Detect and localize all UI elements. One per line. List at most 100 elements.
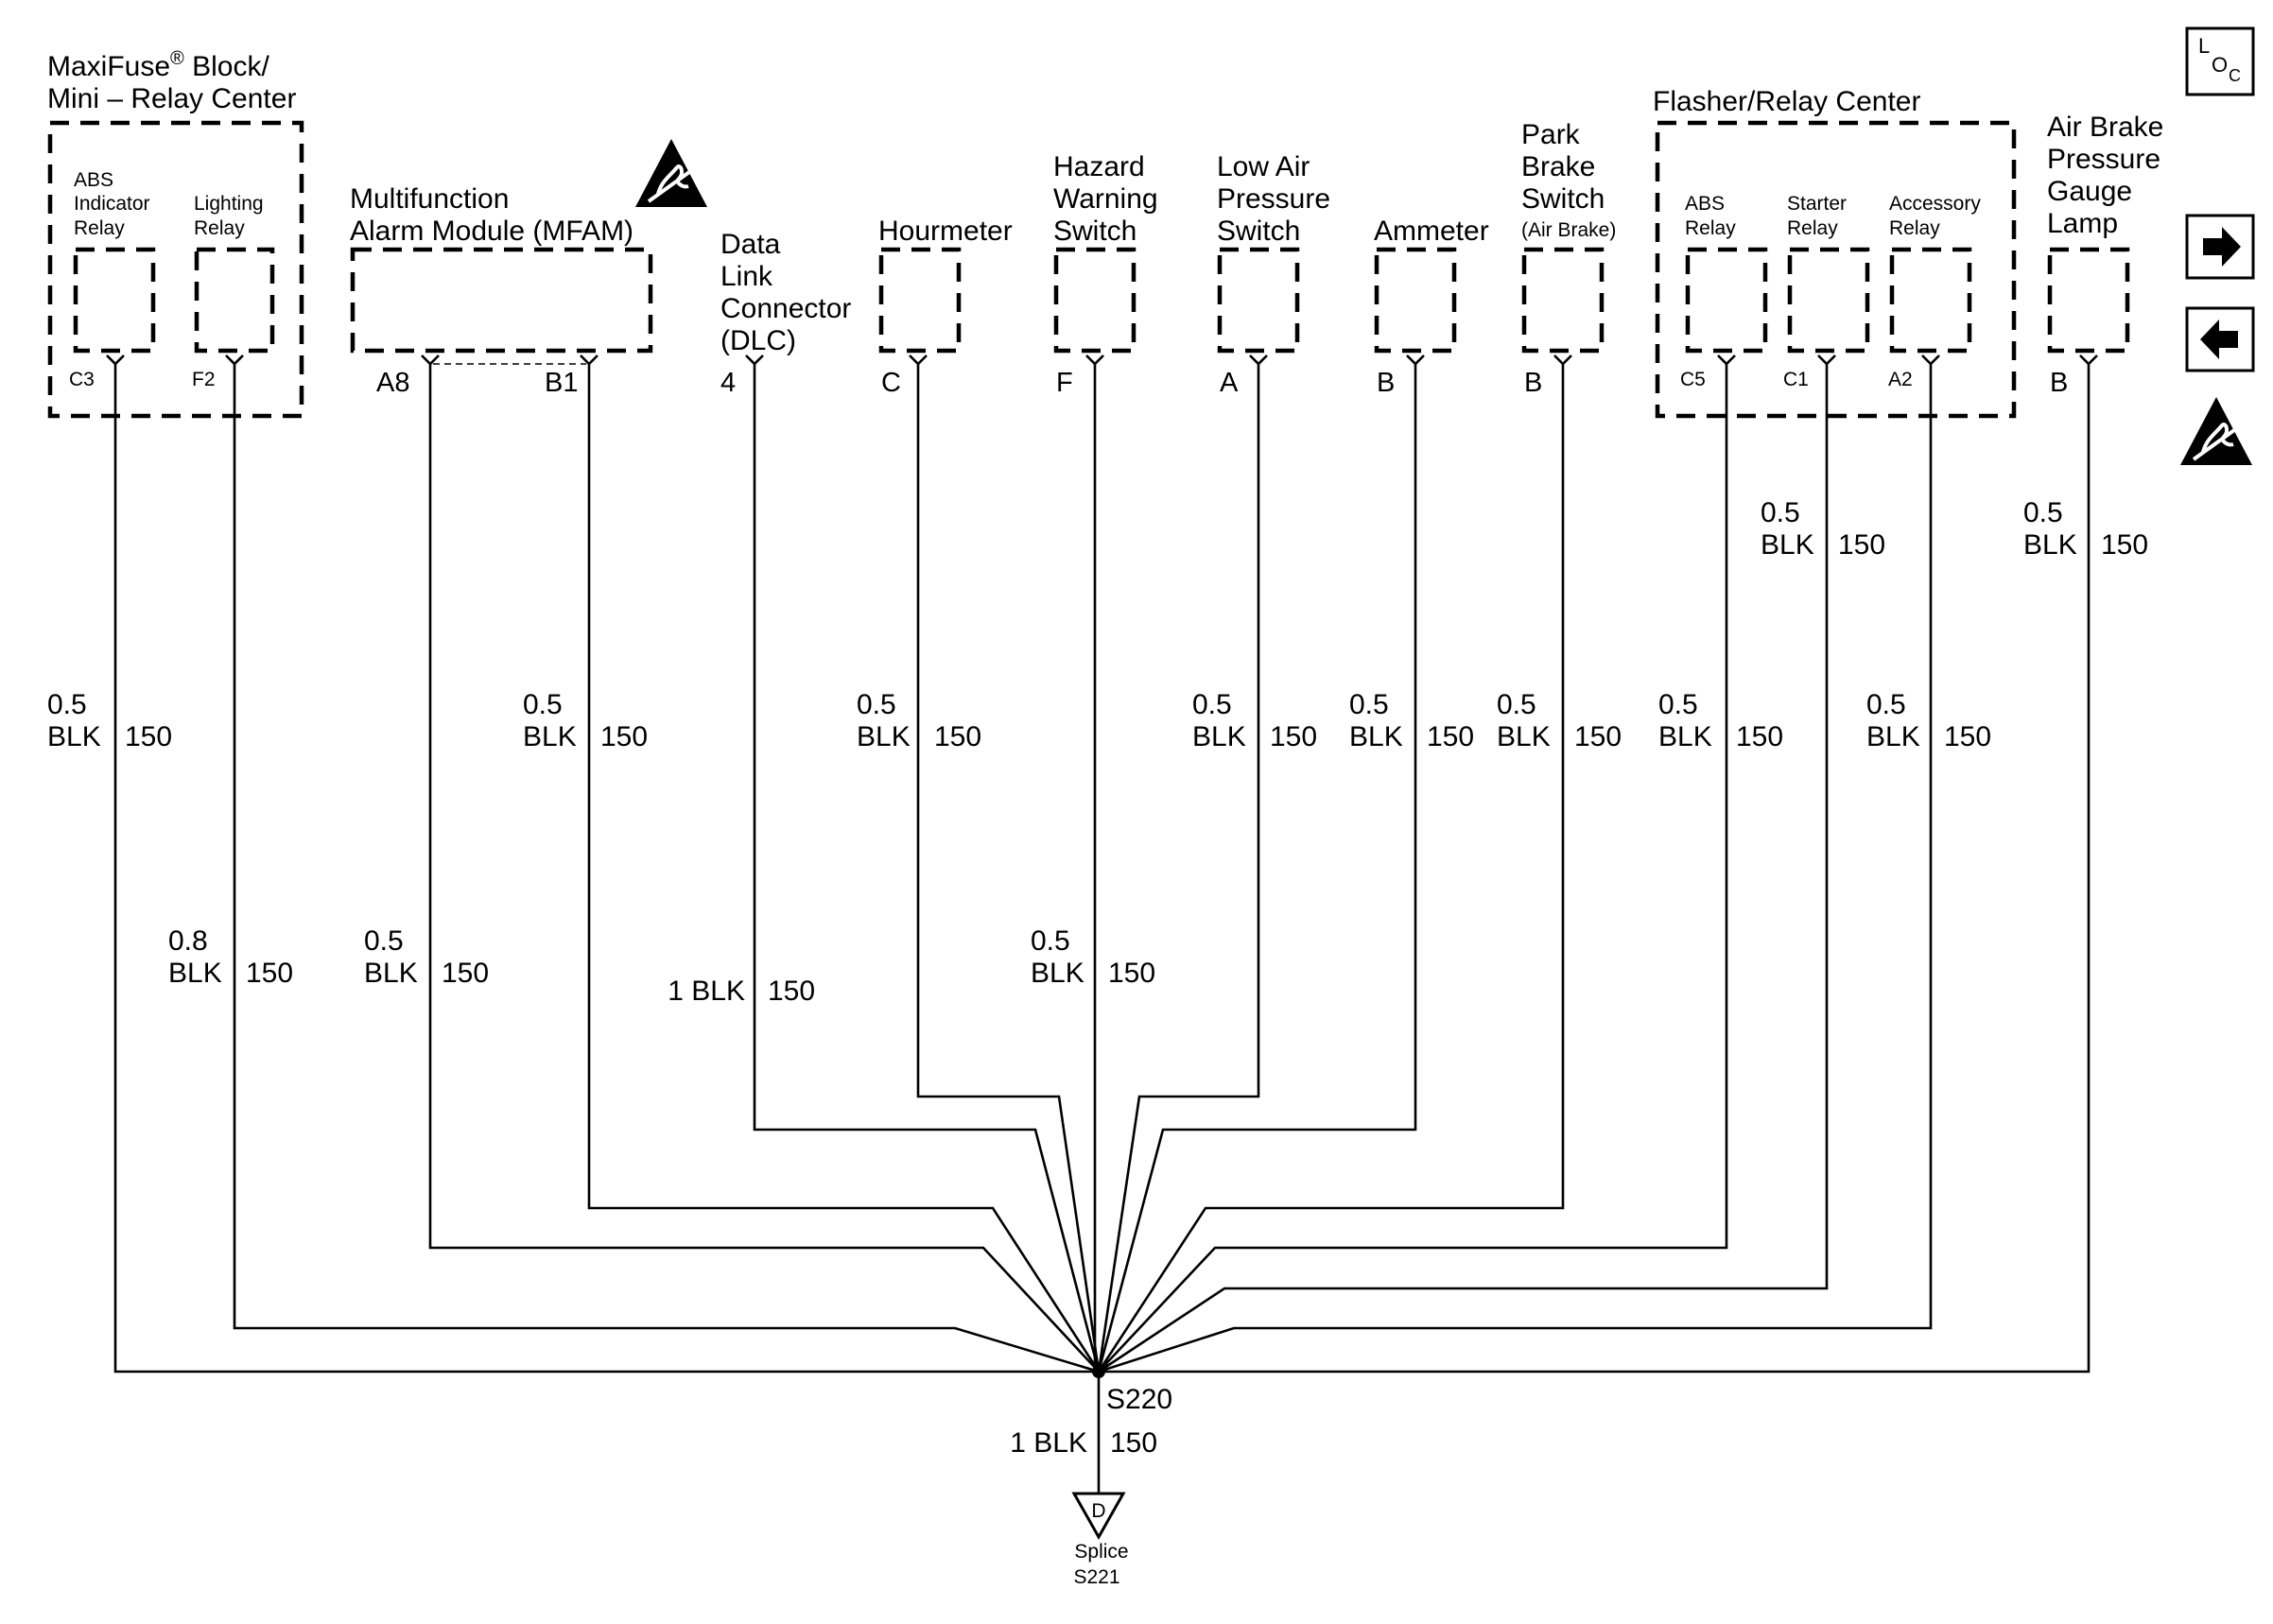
- wire-label-circuit: 150: [442, 958, 489, 989]
- wire-hourmeter: [916, 364, 1101, 1373]
- starter-relay-label-1: Starter: [1787, 193, 1847, 215]
- terminal-marker: [580, 354, 599, 366]
- hourmeter: Hourmeter C: [878, 216, 1013, 398]
- pin-ammeter-b: B: [1377, 368, 1395, 398]
- wire-label-size: 0.5: [1192, 689, 1232, 720]
- dlc-title-line4: (DLC): [720, 325, 796, 356]
- lamp-title-line1: Air Brake: [2047, 112, 2163, 143]
- pin-b1: B1: [545, 368, 578, 398]
- wire-label-size: 0.5: [1658, 689, 1698, 720]
- abs-indicator-relay-label-1: ABS: [74, 169, 113, 191]
- wire-label-circuit: 150: [934, 721, 981, 752]
- esd-warning-icon: [635, 139, 707, 207]
- wire-label-size: 0.8: [168, 925, 208, 957]
- maxifuse-block: MaxiFuse® Block/ Mini – Relay Center ABS…: [47, 48, 304, 419]
- pin-c1: C1: [1783, 369, 1809, 390]
- terminal-marker: [1553, 354, 1572, 366]
- arrow-left-icon[interactable]: [2185, 306, 2255, 372]
- air-brake-pressure-gauge-lamp: Air Brake Pressure Gauge Lamp B: [2047, 112, 2163, 398]
- flasher-housing: [1655, 120, 2017, 419]
- starter-relay: [1787, 247, 1870, 354]
- pin-dlc-4: 4: [720, 368, 736, 398]
- wire-label-size: 0.5: [1866, 689, 1906, 720]
- wire-abs-indicator: [113, 364, 1099, 1373]
- terminal-marker: [1921, 354, 1940, 366]
- terminal-marker: [1817, 354, 1836, 366]
- esd-warning-icon[interactable]: [2180, 397, 2252, 465]
- park-brake-housing: [1521, 247, 1605, 354]
- wire-label-circuit: 150: [246, 958, 293, 989]
- lighting-relay-label-1: Lighting: [194, 193, 264, 215]
- abs-indicator-relay: [73, 247, 156, 354]
- hourmeter-housing: [878, 247, 962, 354]
- accessory-relay: [1889, 247, 1972, 354]
- terminal-marker: [1406, 354, 1425, 366]
- terminal-marker: [1085, 354, 1104, 366]
- wire-label-color: BLK: [1866, 721, 1920, 752]
- wire-label-circuit: 150: [1270, 721, 1317, 752]
- wire-label-color: BLK: [1658, 721, 1712, 752]
- splice-name: S220: [1106, 1384, 1172, 1415]
- hazard-warning-switch: Hazard Warning Switch F: [1053, 151, 1158, 398]
- park-brake-subtitle: (Air Brake): [1521, 219, 1616, 241]
- wire-label-color: BLK: [2023, 529, 2077, 561]
- nav-panel: L O C: [2180, 26, 2255, 465]
- loc-letter-c: C: [2229, 66, 2241, 85]
- hazard-housing: [1053, 247, 1136, 354]
- pin-c3: C3: [69, 369, 95, 390]
- wire-label-circuit: 150: [600, 721, 648, 752]
- data-link-connector: Data Link Connector (DLC) 4: [720, 229, 851, 398]
- wire-label-size: 0.5: [1349, 689, 1389, 720]
- abs-relay-label-2: Relay: [1685, 217, 1736, 239]
- pin-c5: C5: [1680, 369, 1706, 390]
- abs-indicator-relay-label-2: Indicator: [74, 193, 150, 215]
- low-air-title-line1: Low Air: [1217, 151, 1310, 182]
- wire-label-color: BLK: [168, 958, 222, 989]
- splice-out-wire: 1 BLK: [1010, 1427, 1087, 1459]
- wire-label-color: BLK: [364, 958, 418, 989]
- wire-starter: [1098, 364, 1829, 1373]
- wire-label-size: 0.5: [364, 925, 404, 957]
- wire-label-circuit: 150: [2101, 529, 2148, 561]
- mfam-title-line1: Multifunction: [350, 183, 509, 215]
- wire-ammeter: [1097, 364, 1417, 1373]
- pin-a2: A2: [1888, 369, 1913, 390]
- wire-label-color: BLK: [523, 721, 577, 752]
- abs-relay-label-1: ABS: [1685, 193, 1725, 215]
- lamp-title-line3: Gauge: [2047, 176, 2132, 207]
- lamp-title-line2: Pressure: [2047, 144, 2160, 175]
- wire-lighting: [233, 364, 1100, 1373]
- wire-label-size-color: 1 BLK: [668, 976, 745, 1007]
- arrow-right-icon[interactable]: [2185, 214, 2255, 280]
- wire-dlc: [753, 364, 1101, 1373]
- starter-relay-label-2: Relay: [1787, 217, 1838, 239]
- mfam-module: Multifunction Alarm Module (MFAM) A8 B1: [350, 139, 707, 398]
- terminal-marker: [421, 354, 440, 366]
- lamp-title-line4: Lamp: [2047, 208, 2118, 239]
- pin-f2: F2: [192, 369, 216, 390]
- wire-label-size: 0.5: [523, 689, 563, 720]
- wire-label-color: BLK: [1761, 529, 1814, 561]
- mfam-title-line2: Alarm Module (MFAM): [350, 216, 633, 247]
- ammeter-title: Ammeter: [1374, 216, 1489, 247]
- loc-letter-l: L: [2198, 34, 2210, 58]
- abs-indicator-relay-label-3: Relay: [74, 217, 125, 239]
- wire-label-color: BLK: [47, 721, 101, 752]
- wire-label-color: BLK: [1192, 721, 1246, 752]
- accessory-relay-label-1: Accessory: [1889, 193, 1981, 215]
- wire-label-size: 0.5: [857, 689, 896, 720]
- low-air-housing: [1217, 247, 1300, 354]
- wire-label-circuit: 150: [1736, 721, 1783, 752]
- pin-hazard-f: F: [1056, 368, 1073, 398]
- wire-label-color: BLK: [857, 721, 911, 752]
- wire-abs-relay: [1098, 364, 1728, 1373]
- low-air-pressure-switch: Low Air Pressure Switch A: [1217, 151, 1330, 398]
- wire-labels: 0.5 BLK 150 0.5 BLK 150 0.5 BLK 150 0.5 …: [47, 497, 2148, 1007]
- wire-label-circuit: 150: [1108, 958, 1155, 989]
- loc-button[interactable]: L O C: [2185, 26, 2255, 96]
- wire-label-size: 0.5: [1761, 497, 1800, 528]
- wire-label-circuit: 150: [125, 721, 172, 752]
- park-brake-title-line3: Switch: [1521, 183, 1605, 215]
- splice-out-circuit: 150: [1110, 1427, 1157, 1459]
- flasher-title: Flasher/Relay Center: [1653, 86, 1920, 117]
